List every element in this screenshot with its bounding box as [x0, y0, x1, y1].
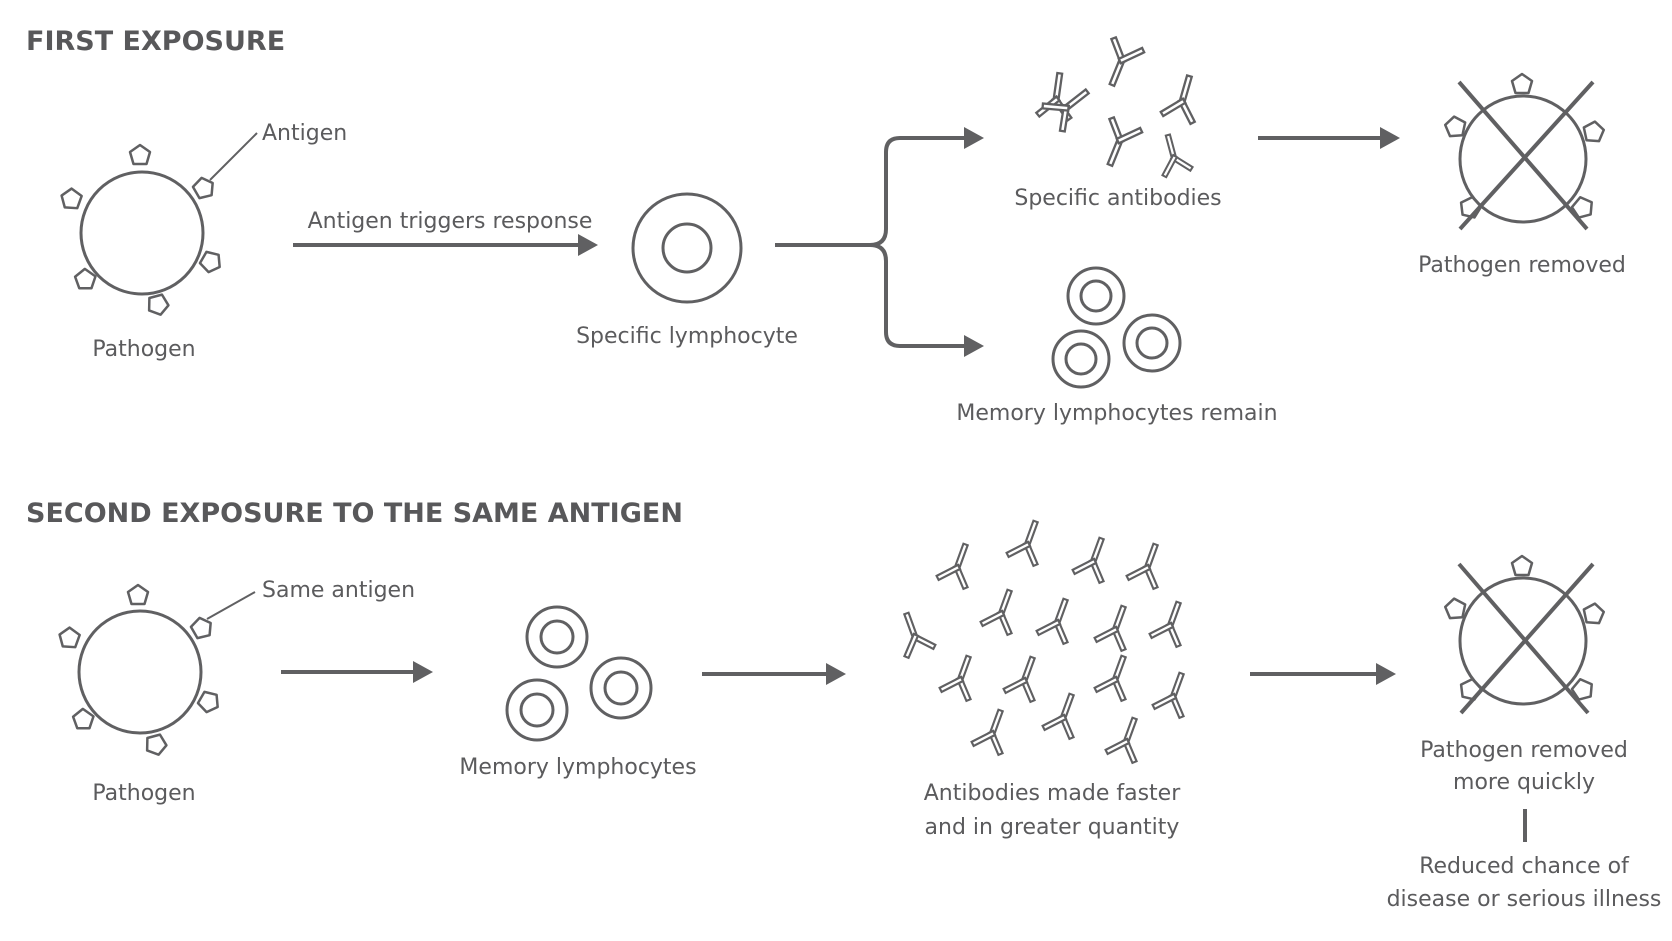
- second-arrow-2: [702, 663, 846, 685]
- second-memory-lymphocytes-icon: [505, 605, 653, 742]
- branch-arrow: [775, 127, 984, 357]
- antibodies-faster-line1: Antibodies made faster: [924, 781, 1181, 806]
- antibodies-label: Specific antibodies: [1014, 186, 1221, 211]
- second-removed-pathogen-icon: [1441, 554, 1608, 715]
- outcome-line2: disease or serious illness: [1387, 887, 1662, 912]
- second-arrow-3: [1250, 663, 1396, 685]
- removed-label: Pathogen removed: [1418, 253, 1626, 278]
- memory-label: Memory lymphocytes remain: [956, 401, 1277, 426]
- second-arrow-1: [281, 661, 433, 683]
- lymphocyte-label: Specific lymphocyte: [576, 324, 798, 349]
- removal-arrow: [1258, 127, 1400, 149]
- same-antigen-label: Same antigen: [262, 578, 415, 603]
- memory-lymphocytes-icon: [1051, 266, 1182, 389]
- removed-pathogen-icon: [1441, 72, 1608, 231]
- antigen-pointer: [209, 132, 258, 181]
- second-removed-line1: Pathogen removed: [1420, 738, 1628, 763]
- second-pathogen-icon: [54, 583, 224, 759]
- antibodies-faster-line2: and in greater quantity: [925, 815, 1180, 840]
- same-antigen-pointer: [206, 591, 256, 620]
- lymphocyte-icon: [631, 192, 743, 304]
- many-antibodies-icon: [895, 519, 1194, 760]
- trigger-arrow-label: Antigen triggers response: [308, 209, 593, 234]
- outcome-line1: Reduced chance of: [1419, 854, 1630, 879]
- second-pathogen-label: Pathogen: [92, 781, 195, 806]
- second-exposure-heading: SECOND EXPOSURE TO THE SAME ANTIGEN: [26, 498, 683, 529]
- first-exposure-heading: FIRST EXPOSURE: [26, 26, 285, 57]
- pathogen-label: Pathogen: [92, 337, 195, 362]
- trigger-arrow: [293, 234, 598, 256]
- pathogen-icon: [56, 143, 226, 319]
- second-removed-line2: more quickly: [1453, 770, 1595, 795]
- second-memory-label: Memory lymphocytes: [459, 755, 696, 780]
- antibodies-icon: [1040, 40, 1203, 174]
- antigen-label: Antigen: [262, 121, 347, 146]
